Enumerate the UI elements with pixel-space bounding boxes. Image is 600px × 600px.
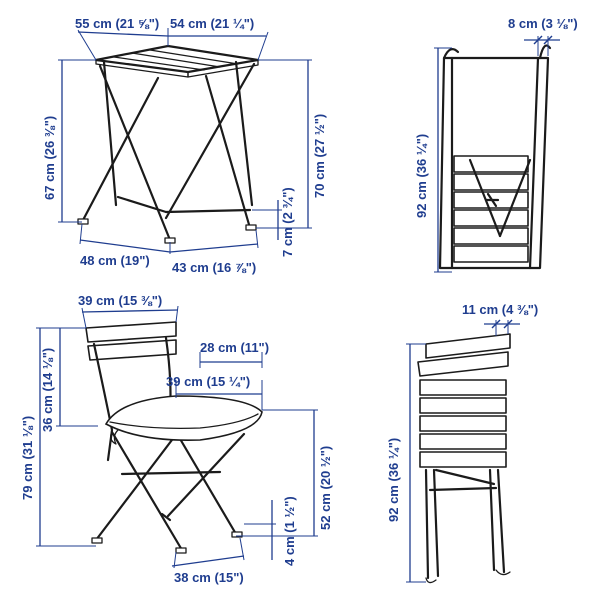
table-height-top-label: 67 cm (26 ⅜") [42,116,57,200]
table-height-total-label: 70 cm (27 ½") [312,114,327,198]
folded-chair-feet [425,569,511,584]
chair-illustration [85,321,263,554]
folded-table-frame-inner-right [528,56,540,270]
folded-chair-illustration [417,333,511,584]
folded-chair-dimension-lines [406,319,520,583]
chair-feet [91,531,243,554]
chair-dimension-labels: 39 cm (15 ⅜") 28 cm (11") 39 cm (15 ¼") … [20,293,333,585]
chair-base-width-label: 38 cm (15") [174,570,244,585]
table-top-depth-label: 55 cm (21 ⅝") [75,16,159,31]
folded-table-slats [453,155,529,263]
chair-backrest-slats [85,321,177,361]
table-dimension-labels: 55 cm (21 ⅝") 54 cm (21 ¼") 67 cm (26 ⅜"… [42,16,327,275]
folded-table-hinge-left [442,48,460,60]
table-illustration [77,44,260,244]
folded-table-hinge-right [538,44,552,60]
chair-frame [92,336,246,552]
table-top-outline [94,44,260,74]
chair-foot-height-label: 4 cm (1 ½") [282,496,297,566]
table-dimension-lines [58,28,312,254]
folded-table-dimension-lines [434,35,560,273]
folded-table-frame [438,56,550,270]
chair-cushion [104,395,263,445]
chair-seat-width-label: 39 cm (15 ¼") [166,374,250,389]
folded-chair-frame [424,468,506,580]
chair-total-height-label: 79 cm (31 ⅛") [20,416,35,500]
chair-seat-height-label: 52 cm (20 ½") [318,446,333,530]
chair-back-width-label: 39 cm (15 ⅜") [78,293,162,308]
folded-table-height-label: 92 cm (36 ¼") [414,134,429,218]
table-top-slats [113,49,239,71]
folded-table-crossbars [468,158,532,238]
table-base-depth-label: 48 cm (19") [80,253,150,268]
folded-chair-thickness-label: 11 cm (4 ⅜") [462,302,538,317]
chair-back-height-label: 36 cm (14 ⅛") [40,348,55,432]
folded-chair-slats [417,333,511,468]
chair-dimension-lines [36,305,318,569]
table-foot-height-label: 7 cm (2 ¾") [280,187,295,257]
folded-table-illustration [438,44,552,270]
table-top-width-label: 54 cm (21 ¼") [170,16,254,31]
chair-seat-depth-label: 28 cm (11") [200,340,269,355]
table-legs [80,60,256,242]
folded-chair-height-label: 92 cm (36 ¼") [386,438,401,522]
folded-table-dimension-labels: 8 cm (3 ⅛") 92 cm (36 ¼") [414,16,578,218]
folded-chair-dimension-labels: 11 cm (4 ⅜") 92 cm (36 ¼") [386,302,538,522]
folded-table-thickness-label: 8 cm (3 ⅛") [508,16,578,31]
table-base-width-label: 43 cm (16 ⅞") [172,260,256,275]
